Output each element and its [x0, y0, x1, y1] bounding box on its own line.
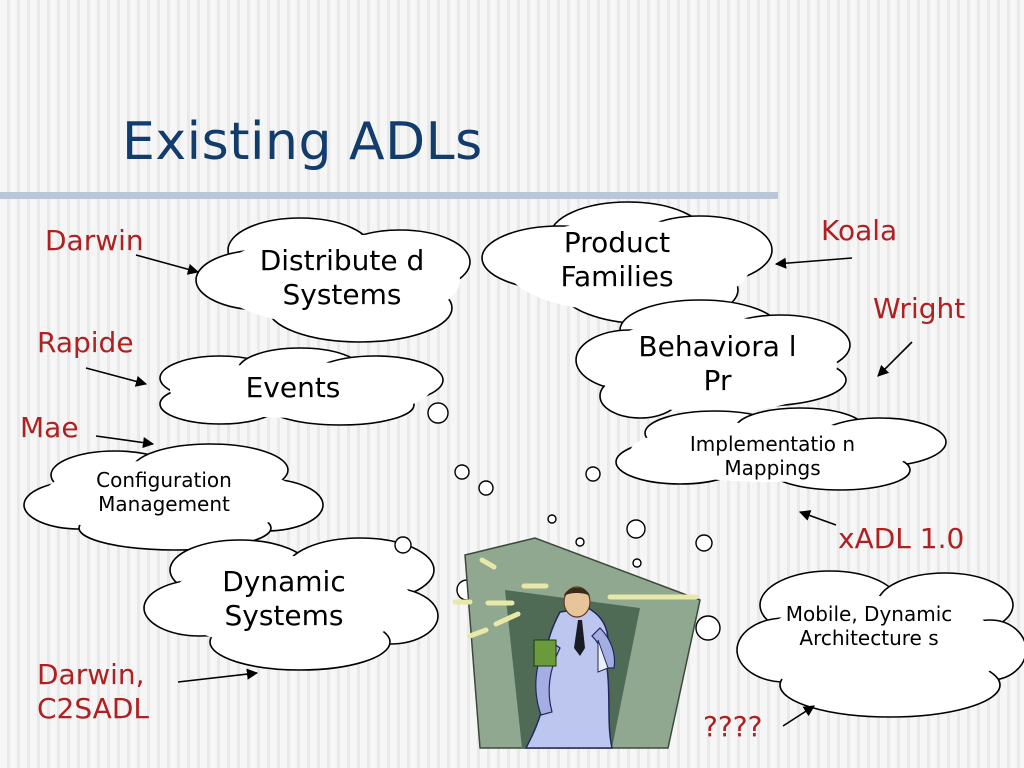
slide-title: Existing ADLs	[122, 112, 483, 172]
bubble-events: Events	[245, 371, 341, 404]
label-unknown: ????	[703, 710, 763, 743]
bubble-configuration-management: Configuration Management	[96, 468, 232, 517]
cloud-events	[159, 347, 444, 426]
label-wright: Wright	[873, 292, 966, 325]
bubble-mobile-dynamic-architectures: Mobile, Dynamic Architecture s	[785, 602, 953, 651]
label-darwin-c2sadl: Darwin, C2SADL	[37, 658, 149, 726]
bubble-behavioral: Behaviora l Pr	[630, 330, 805, 426]
stressed-man-clipart	[452, 537, 701, 749]
bubble-distributed-systems: Distribute d Systems	[259, 244, 425, 312]
bubble-dynamic-systems: Dynamic Systems	[222, 565, 346, 633]
cloud-mobile-dynamic-architectures	[736, 570, 1024, 718]
label-xadl: xADL 1.0	[838, 522, 965, 555]
cloud-behavioral	[575, 299, 851, 419]
bubble-behavioral-text: Behaviora l Pr	[638, 330, 797, 398]
label-rapide: Rapide	[37, 326, 134, 359]
arrows	[85, 254, 913, 727]
bubble-implementation-mappings: Implementatio n Mappings	[689, 432, 856, 481]
cloud-configuration-management	[23, 443, 324, 551]
title-underline	[0, 192, 778, 199]
label-darwin: Darwin	[45, 224, 144, 257]
cloud-implementation-mappings	[615, 407, 947, 491]
bubble-product-families: Product Families	[560, 226, 674, 294]
cloud-dynamic-systems	[143, 537, 439, 671]
label-koala: Koala	[821, 214, 898, 247]
label-mae: Mae	[20, 411, 79, 444]
cloud-distributed-systems	[195, 217, 471, 343]
